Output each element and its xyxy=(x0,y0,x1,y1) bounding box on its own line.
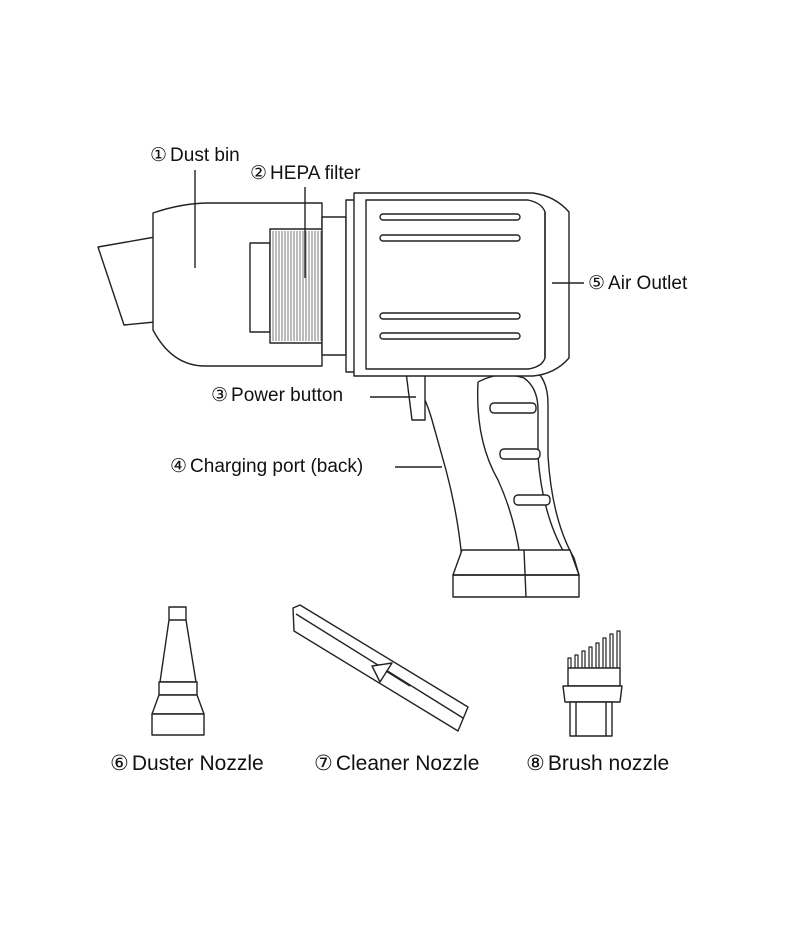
label-number: ⑦ xyxy=(314,752,333,775)
label-text: HEPA filter xyxy=(270,163,361,184)
label-text: Dust bin xyxy=(170,145,240,166)
handle-seam xyxy=(476,381,521,557)
label-number: ① xyxy=(150,145,168,166)
label-text: Charging port (back) xyxy=(190,456,364,477)
label-number: ⑤ xyxy=(588,273,606,294)
label-number: ⑧ xyxy=(526,752,545,775)
filter-ring xyxy=(321,216,347,356)
grip-slot xyxy=(513,494,551,506)
duster-nozzle-drawing xyxy=(151,606,205,736)
body-panel xyxy=(365,199,546,370)
grip-slot xyxy=(489,402,537,414)
vent-slot xyxy=(379,312,521,320)
label-text: Brush nozzle xyxy=(547,752,670,775)
label-text: Cleaner Nozzle xyxy=(335,752,480,775)
grip-slot xyxy=(499,448,541,460)
brush-nozzle-drawing xyxy=(562,630,623,737)
handle-base xyxy=(452,549,580,576)
label-number: ③ xyxy=(211,385,229,406)
front-nozzle xyxy=(97,236,156,326)
vent-slot xyxy=(379,332,521,340)
label-text: Air Outlet xyxy=(608,273,688,294)
label-number: ⑥ xyxy=(110,752,129,775)
label-number: ② xyxy=(250,163,268,184)
label-number: ④ xyxy=(170,456,188,477)
cleaner-nozzle-drawing xyxy=(292,604,469,732)
label-text: Duster Nozzle xyxy=(131,752,264,775)
vent-slot xyxy=(379,213,521,221)
label-text: Power button xyxy=(231,385,344,406)
vent-slot xyxy=(379,234,521,242)
hepa-filter xyxy=(249,228,325,344)
